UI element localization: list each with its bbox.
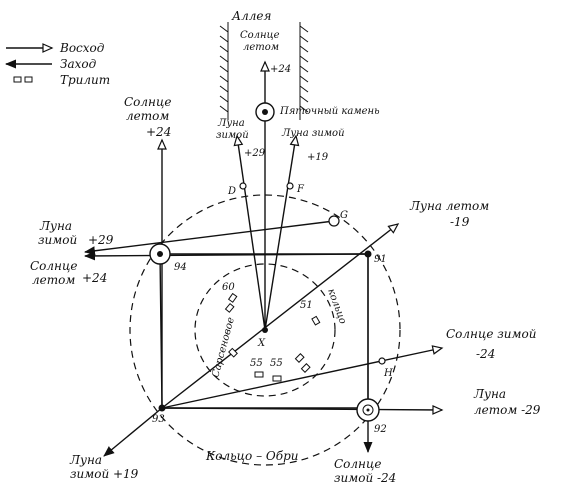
letter-d-label: D	[227, 186, 236, 197]
moon-winter-right-line	[264, 134, 300, 331]
plus19-top-label: +19	[307, 152, 329, 163]
sarsen-circle-label: Сарсеновое	[210, 316, 237, 379]
sun-winter-e-line	[161, 345, 444, 409]
plus29-west-label: +29	[88, 233, 114, 247]
stone-60-label: 60	[222, 282, 235, 293]
letter-x-label: X	[257, 338, 266, 349]
moon-winter-sw-line	[103, 407, 163, 457]
marker-h	[378, 357, 386, 365]
moon-summer-e-label-2: летом -29	[474, 403, 541, 417]
line-g-to-94	[84, 220, 335, 256]
moon-winter-left-line	[233, 134, 266, 331]
sun-summer-top-label-2: летом	[243, 42, 279, 53]
stone-94-center	[157, 251, 163, 257]
sunrise-legend-label: Восход	[59, 41, 105, 55]
marker-g	[328, 215, 340, 227]
sunset-legend-label: Заход	[60, 57, 97, 71]
moon-winter-west-label-2: зимой	[38, 233, 77, 247]
moon-summer-ne-line	[161, 223, 400, 409]
stone-55a-label: 55	[250, 358, 263, 369]
moon-summer-ne-label-2: -19	[450, 215, 470, 229]
moon-winter-sw-label: Луна	[69, 453, 102, 467]
sun-winter-e-label-2: -24	[476, 347, 495, 361]
trilithon-legend-stone	[13, 76, 22, 83]
sarsen-circle	[194, 263, 336, 397]
center-x	[262, 327, 268, 333]
marker-f	[286, 182, 294, 190]
plus24-left-label: +24	[146, 125, 171, 139]
aubrey-ring	[129, 194, 401, 466]
sun-summer-top-label: Солнце	[240, 30, 280, 41]
letter-f-label: F	[296, 184, 305, 195]
sun-summer-left-label: Солнце	[124, 95, 171, 109]
stone-92-center	[366, 408, 370, 412]
sun-winter-s-label: Солнце	[334, 457, 381, 471]
sun-summer-sunset-line	[84, 251, 369, 261]
sun-summer-left-label-2: летом	[126, 109, 169, 123]
moon-winter-right-label: Луна зимой	[281, 128, 345, 139]
plus24-west-label: +24	[82, 271, 107, 285]
stone-51-label: 51	[300, 300, 313, 311]
avenue-banks	[219, 22, 309, 120]
moon-winter-west-label: Луна	[39, 219, 72, 233]
stone-92-label: 92	[374, 424, 387, 435]
moon-summer-e-label: Луна	[473, 387, 506, 401]
moon-winter-left-label: Луна	[217, 118, 245, 129]
trilithon-legend-stone	[24, 76, 33, 83]
sun-winter-s-label-2: зимой -24	[334, 471, 396, 485]
plus24-top-label: +24	[270, 64, 291, 75]
letter-h-label: H	[383, 368, 393, 379]
plus29-top-label: +29	[244, 148, 266, 159]
ring-label: кольцо	[325, 287, 348, 325]
moon-summer-ne-label: Луна летом	[409, 199, 489, 213]
stone-91-label: 91	[374, 254, 387, 265]
sun-summer-west-label-2: летом	[32, 273, 75, 287]
trilithon-stones	[224, 292, 321, 382]
letter-g-label: G	[340, 210, 348, 221]
avenue-label: Аллея	[231, 9, 271, 23]
trilithon-legend-label: Трилит	[60, 73, 110, 87]
heel-stone-label: Пяточный камень	[279, 106, 380, 117]
stone-94-label: 94	[174, 262, 187, 273]
heel-stone-center	[262, 109, 268, 115]
stone-55b-label: 55	[270, 358, 283, 369]
sun-winter-e-label: Солнце зимой	[446, 327, 536, 341]
aubrey-ring-label: Кольцо – Обри	[205, 449, 298, 463]
legend: Восход Заход Трилит	[5, 41, 110, 87]
moon-winter-left-label-2: зимой	[216, 130, 249, 141]
stone-93	[158, 404, 166, 412]
stone-93-label: 93	[152, 414, 165, 425]
moon-summer-e-line	[161, 405, 444, 415]
sun-summer-west-label: Солнце	[30, 259, 77, 273]
marker-d	[239, 182, 247, 190]
moon-winter-sw-label-2: зимой +19	[70, 467, 139, 481]
